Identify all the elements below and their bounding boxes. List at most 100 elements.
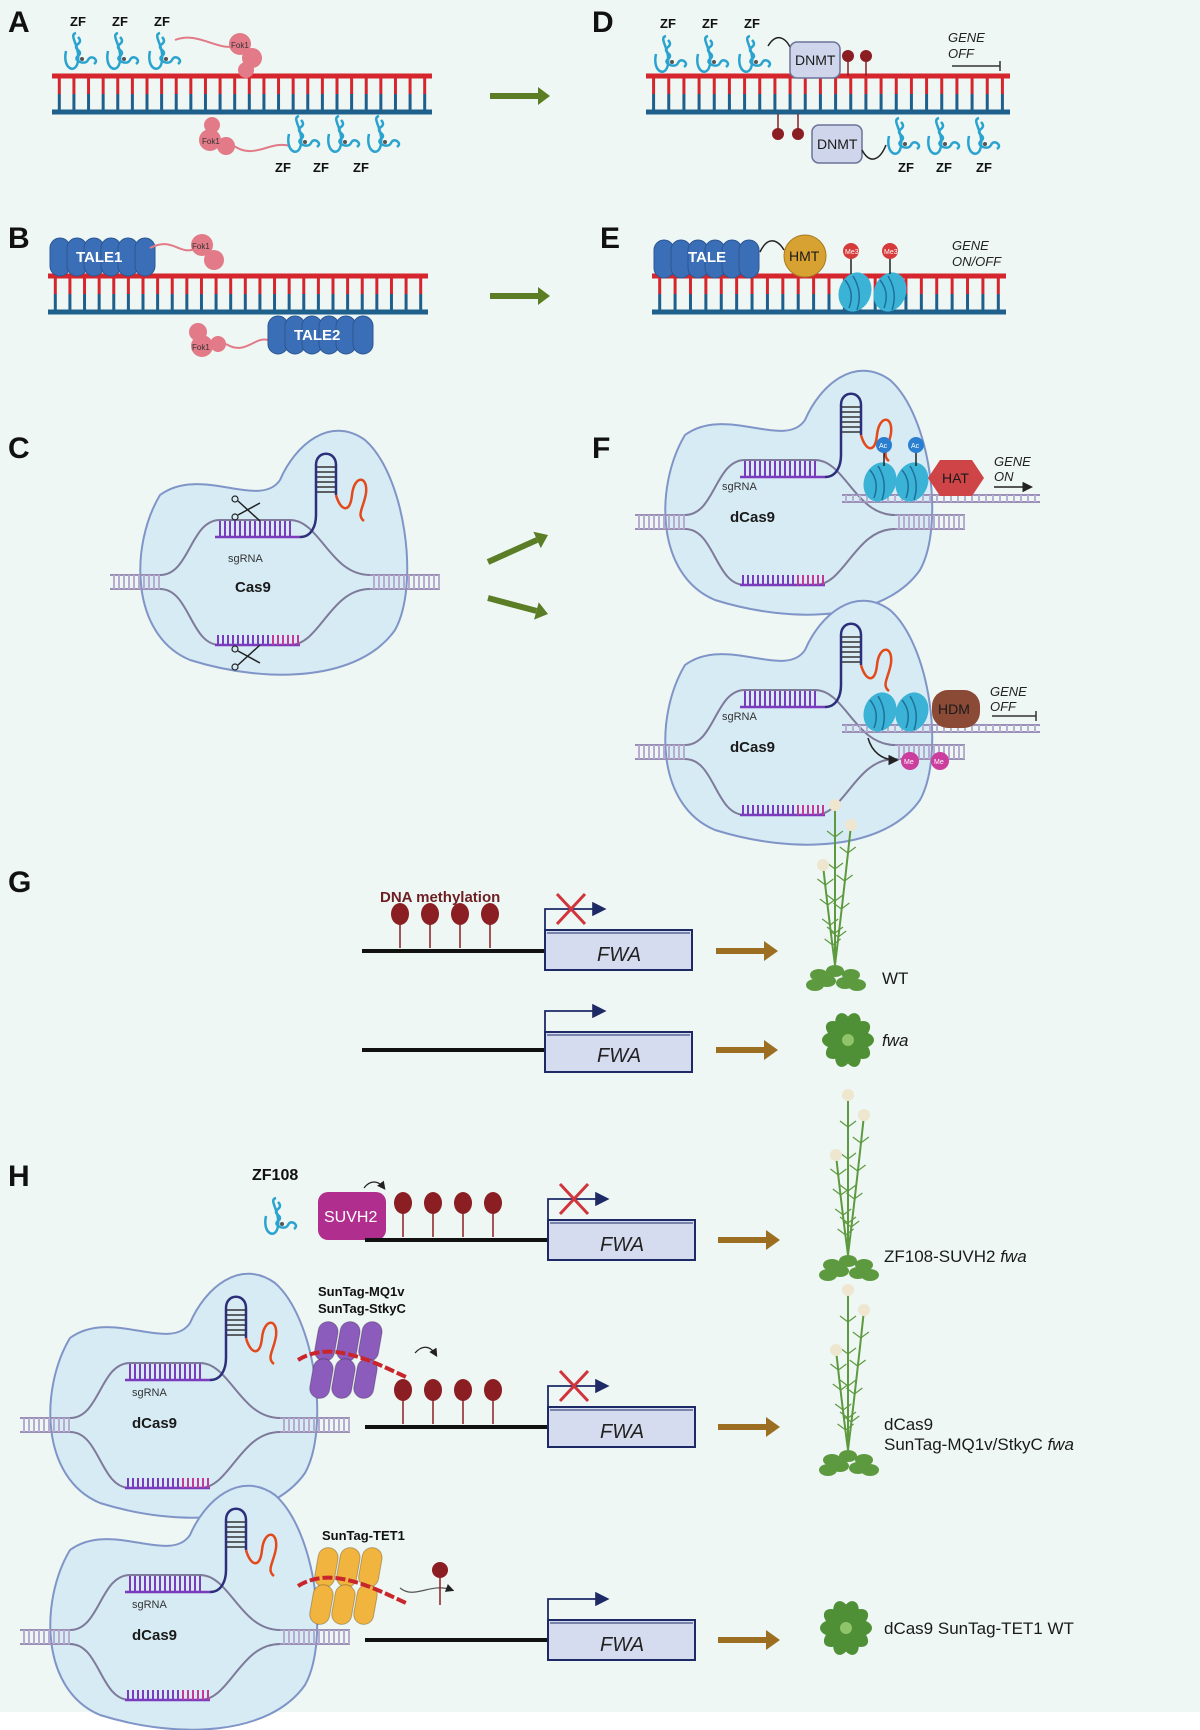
zf-label: ZF	[353, 160, 369, 175]
brown-arrow	[716, 1040, 778, 1060]
brown-arrow	[716, 941, 778, 961]
nucleosome	[863, 692, 897, 732]
transcription-start-arrow	[547, 1378, 610, 1407]
fwa-label: FWA	[597, 1045, 641, 1067]
fok1-nuclease-bottom: Fok1	[199, 117, 235, 155]
plant-label-line1: dCas9	[884, 1415, 933, 1434]
linker	[225, 338, 269, 349]
nucleosome	[895, 692, 929, 732]
zf-label: ZF	[976, 160, 992, 175]
sgrna-tail	[334, 478, 368, 522]
fwa-gene-box	[544, 1031, 693, 1073]
sgrna-label: sgRNA	[132, 1599, 168, 1611]
blocked-x-icon	[555, 892, 587, 926]
hdm-label: HDM	[938, 701, 970, 717]
methylation-marks	[394, 1192, 502, 1237]
panel-f-top: dCas9 sgRNA Ac Ac HAT GENE ON	[635, 369, 1040, 616]
zinc-finger-icon	[887, 116, 921, 155]
dnmt-enzyme-bottom: DNMT	[811, 124, 863, 164]
removal-arrow	[399, 1584, 455, 1593]
plant-flower	[817, 859, 829, 871]
sgrna-hairpin	[209, 1507, 248, 1594]
gene-state-label: OFF	[948, 46, 975, 61]
histone-mark-ac: Ac Ac	[876, 437, 924, 466]
nucleosome	[895, 462, 929, 502]
gene-off-symbol	[992, 711, 1037, 721]
rosette-plant-fwa	[822, 1013, 874, 1067]
suntag-subunit	[309, 1584, 334, 1625]
tale-repeat	[134, 237, 156, 277]
suntag-subunit	[309, 1358, 334, 1399]
suvh2-label: SUVH2	[324, 1209, 377, 1226]
zf-label: ZF	[112, 14, 128, 29]
suntag-scaffold	[296, 1349, 409, 1380]
plant-flower	[858, 1109, 870, 1121]
gene-state-label: GENE	[952, 238, 989, 253]
plant-label-line2: SunTag-MQ1v/StkyC fwa	[884, 1435, 1074, 1454]
scissors-icon	[237, 500, 261, 522]
linker	[861, 144, 887, 160]
fok1-label: Fok1	[231, 41, 249, 50]
plant-leaf	[819, 1269, 837, 1281]
methyl-mark	[454, 1192, 472, 1214]
tale2-label: TALE2	[294, 327, 340, 344]
zf-label: ZF	[702, 16, 718, 31]
green-arrow-down	[487, 595, 548, 620]
plant-flower	[858, 1304, 870, 1316]
suntag-subunit	[331, 1584, 356, 1625]
zf-label: ZF	[275, 160, 291, 175]
linker	[233, 143, 291, 152]
hat-enzyme: HAT	[928, 460, 984, 496]
zf-label: ZF	[898, 160, 914, 175]
suntag-tet1-label: SunTag-TET1	[322, 1528, 405, 1543]
sgrna-hairpin	[824, 622, 863, 709]
tale-repeat	[738, 239, 760, 279]
fok1-nuclease-bottom: Fok1	[189, 323, 226, 357]
gene-state-label: ON	[994, 469, 1014, 484]
zinc-finger-icon	[927, 116, 961, 155]
me-label: Me	[904, 759, 914, 766]
brown-arrow	[718, 1417, 780, 1437]
sgrna-label: sgRNA	[722, 481, 758, 493]
methylation-marks	[394, 1379, 502, 1424]
fwa-gene	[547, 1182, 696, 1261]
zinc-finger-icon	[106, 31, 140, 70]
green-arrow	[490, 287, 550, 305]
dnmt-label: DNMT	[795, 52, 836, 68]
sgrna-tail	[859, 648, 893, 692]
dcas9-label: dCas9	[730, 739, 775, 756]
plant-flower	[845, 819, 857, 831]
methyl-mark	[454, 1379, 472, 1401]
zinc-finger-group-top	[654, 34, 772, 73]
plant-stem	[835, 1349, 849, 1451]
zinc-finger-icon	[148, 31, 182, 70]
dna-double-helix	[48, 273, 428, 315]
zinc-finger-group-bottom	[287, 114, 401, 153]
methyl-mark	[391, 903, 409, 925]
plant-stem	[822, 864, 836, 966]
panel-e: TALE HMT Me3 Me3 GENE ON/OFF	[652, 234, 1006, 315]
suntag-stkyc-label: SunTag-StkyC	[318, 1301, 406, 1316]
methyl-group	[772, 114, 804, 140]
zinc-finger-icon	[967, 116, 1001, 155]
plant-flower	[829, 799, 841, 811]
hmt-enzyme: HMT	[783, 234, 827, 278]
histone-mark-me3: Me3 Me3	[843, 243, 898, 274]
panel-h-row1: ZF108 SUVH2 FWA ZF108-SUVH2 fwa	[252, 1089, 1027, 1281]
fok1-label: Fok1	[192, 343, 210, 352]
scissors-icon	[237, 650, 261, 664]
plant-flower	[842, 1089, 854, 1101]
zinc-finger-icon	[367, 114, 401, 153]
suntag-array	[296, 1547, 409, 1625]
removed-methyl-mark	[432, 1562, 448, 1605]
brown-arrow	[718, 1630, 780, 1650]
scissors-icon	[237, 502, 261, 516]
plant-flower	[830, 1149, 842, 1161]
flowering-plant	[819, 1284, 879, 1476]
methyl-group	[842, 50, 872, 76]
zf-label: ZF	[70, 14, 86, 29]
zinc-finger-icon	[264, 1196, 298, 1235]
rosette-plant	[820, 1601, 872, 1655]
transcription-start-arrow	[547, 1191, 610, 1220]
